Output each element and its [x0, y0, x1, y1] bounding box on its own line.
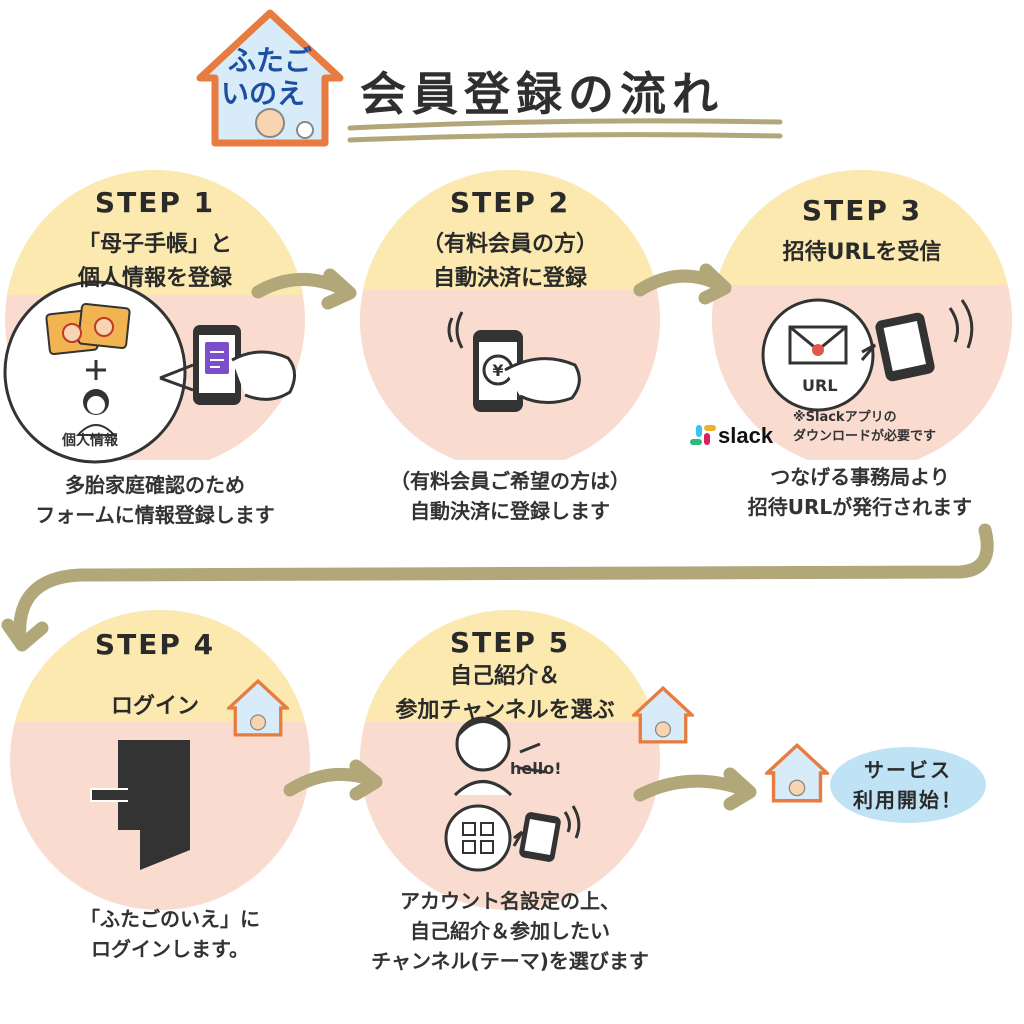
step2-label: STEP 2	[449, 186, 571, 219]
arrow-3-4	[13, 523, 994, 647]
slack-wordmark: slack	[718, 423, 774, 448]
step1-illustration	[3, 280, 296, 464]
svg-text:¥: ¥	[492, 361, 503, 380]
page-title: 会員登録の流れ	[360, 67, 724, 121]
step5-circle	[360, 610, 660, 910]
step4-label: STEP 4	[94, 628, 216, 661]
svg-text:hello!: hello!	[510, 759, 562, 778]
step2-heading: （有料会員の方）自動決済に登録	[421, 232, 598, 291]
step2-description: （有料会員ご希望の方は）自動決済に登録します	[390, 469, 630, 523]
logo-house-small-icon	[227, 678, 289, 737]
envelope-url-icon	[788, 325, 848, 365]
logo-house-small-icon	[765, 742, 829, 803]
logo-text-bottom: いのえ	[221, 77, 305, 110]
channel-select-icon	[444, 804, 581, 872]
step3-circle	[712, 170, 1012, 460]
step3-label: STEP 3	[801, 194, 923, 227]
step4-heading: ログイン	[110, 694, 199, 719]
step3-note: ※Slackアプリのダウンロードが必要です	[793, 410, 937, 444]
step4-description: 「ふたごのいえ」にログインします。	[80, 907, 260, 961]
step5-label: STEP 5	[449, 626, 571, 659]
arrow-5-finish	[633, 774, 752, 802]
finish-text: サービス利用開始！	[853, 758, 963, 812]
person-icon	[75, 389, 117, 436]
smartphone-icon	[875, 312, 935, 382]
logo-text-top: ふたご	[228, 44, 312, 77]
title-underline-2	[347, 132, 783, 143]
step3-heading: 招待URLを受信	[782, 240, 942, 265]
step1-heading: 「母子手帳」と個人情報を登録	[77, 232, 232, 291]
step1-label: STEP 1	[94, 186, 216, 219]
hello-speech-icon: hello!	[453, 716, 562, 797]
title-underline-1	[347, 118, 783, 131]
finish-bubble	[830, 747, 986, 823]
slack-logo-icon	[690, 425, 716, 445]
logo-house-icon: ふたご いのえ	[196, 9, 344, 147]
logo-house-small-icon	[632, 685, 694, 744]
mother-child-handbook-icon	[45, 302, 131, 356]
step1-personal-info-caption: 個人情報	[62, 433, 118, 449]
step3-url-label: URL	[802, 376, 838, 395]
step3-illustration	[690, 298, 974, 445]
form-icon	[159, 325, 296, 405]
step1-description: 多胎家庭確認のためフォームに情報登録します	[35, 473, 275, 527]
step3-description: つなげる事務局より招待URLが発行されます	[747, 465, 973, 519]
step5-description: アカウント名設定の上、自己紹介＆参加したいチャンネル(テーマ)を選びます	[371, 889, 649, 973]
login-door-icon	[90, 740, 190, 870]
yen-payment-icon: ¥	[447, 311, 581, 412]
step5-heading: 自己紹介＆参加チャンネルを選ぶ	[395, 664, 615, 723]
